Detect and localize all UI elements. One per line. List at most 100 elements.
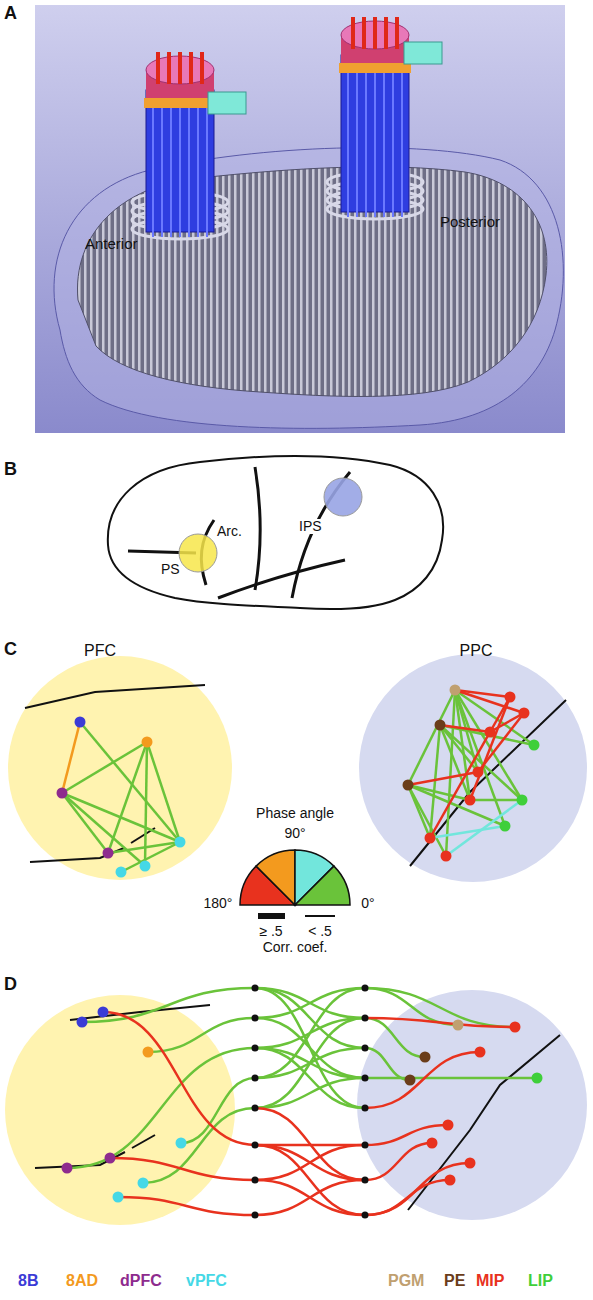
connection-curve	[255, 1180, 365, 1215]
coherence-line	[62, 793, 145, 866]
view-label: Posterior	[440, 214, 500, 231]
site-dot	[362, 985, 369, 992]
site-dot	[252, 1045, 259, 1052]
connector-block	[208, 92, 246, 114]
site-dot	[435, 720, 446, 731]
coherence-line	[147, 742, 180, 842]
coherence-line	[121, 842, 180, 872]
connection-curve	[255, 988, 365, 1048]
legend-swatch: 8AD	[66, 1272, 98, 1290]
site-dot	[252, 1142, 259, 1149]
site-dot	[517, 795, 528, 806]
site-dot	[465, 1158, 476, 1169]
central-sulcus	[255, 467, 260, 590]
region-outline	[0, 638, 240, 890]
electrode-guide	[206, 95, 208, 237]
coherence-line	[470, 799, 522, 802]
site-dot	[362, 1142, 369, 1149]
phase-sector	[256, 850, 295, 905]
view-label: Anterior	[85, 236, 138, 253]
panel-letter: B	[4, 460, 17, 480]
connection-curve	[255, 1145, 365, 1180]
connection-curve	[365, 1048, 410, 1080]
site-dot	[252, 1075, 259, 1082]
legend-text: PGM	[388, 1272, 424, 1289]
site-dot	[252, 1015, 259, 1022]
coherence-line	[430, 732, 490, 838]
coherence-line	[62, 742, 147, 793]
connection-curve	[67, 1048, 255, 1168]
connection-curve	[255, 1180, 365, 1215]
connection-curve	[255, 1018, 365, 1108]
drive-top	[341, 21, 409, 49]
phase-sector	[295, 866, 350, 905]
legend-swatch: 8B	[18, 1272, 38, 1290]
connection-curve	[255, 1048, 365, 1078]
site-dot	[140, 861, 151, 872]
phase-angle-key	[240, 850, 350, 905]
panel-letter: A	[4, 4, 17, 24]
thin-bar	[305, 915, 335, 917]
site-dot	[362, 1212, 369, 1219]
ppc-site	[324, 478, 362, 516]
region-disc	[8, 656, 232, 880]
legend-swatch: MIP	[476, 1272, 504, 1290]
site-dot	[116, 867, 127, 878]
network-diagram	[62, 985, 543, 1219]
microdrive-screw	[200, 64, 204, 84]
site-dot	[532, 1073, 543, 1084]
site-dot	[465, 795, 476, 806]
site-dot	[519, 708, 530, 719]
sulcus-line	[25, 685, 205, 708]
connection-curve	[255, 988, 365, 1018]
connection-curve	[110, 1158, 255, 1180]
connection-curve	[255, 1078, 365, 1108]
connection-curve	[82, 988, 255, 1022]
site-dot	[403, 780, 414, 791]
connection-curve	[255, 1048, 365, 1108]
connection-curve	[103, 1012, 255, 1145]
key-title: Corr. coef.	[263, 940, 328, 955]
electrode-guide	[197, 95, 199, 237]
coherence-line	[446, 690, 455, 856]
sulcus-label: Arc.	[216, 524, 243, 539]
region-disc	[359, 654, 587, 882]
brain-region-circle: PPC	[352, 638, 592, 890]
site-dot	[445, 1175, 456, 1186]
microdrive-screw	[351, 29, 355, 49]
region-outline	[352, 638, 592, 890]
legend-text: LIP	[528, 1272, 553, 1289]
electrode-guide	[161, 95, 163, 237]
brain-outline	[108, 456, 443, 609]
legend-text: MIP	[476, 1272, 504, 1289]
electrode-guide	[188, 95, 190, 237]
panel-letter: C	[4, 640, 17, 660]
coherence-line	[470, 697, 510, 800]
sulcus-line	[70, 1005, 210, 1020]
brain-region-circle: PFC	[0, 638, 240, 890]
sulcus-label: IPS	[298, 519, 323, 534]
site-dot	[441, 851, 452, 862]
site-dot	[510, 1022, 521, 1033]
site-dot	[362, 1015, 369, 1022]
site-dot	[362, 1177, 369, 1184]
connection-curve	[118, 1197, 255, 1215]
site-dot	[252, 1212, 259, 1219]
drive-plate	[339, 63, 411, 73]
sulcus-line	[30, 848, 124, 862]
site-dot	[405, 1075, 416, 1086]
ppc-region	[357, 990, 587, 1220]
sulcus-label: PS	[160, 562, 181, 577]
legend-swatch: LIP	[528, 1272, 553, 1290]
connection-curve	[255, 1108, 365, 1180]
electrode-guide	[152, 95, 154, 237]
threshold-label: ≥ .5	[259, 924, 282, 939]
electrode-guide	[347, 60, 349, 217]
coherence-line	[430, 826, 505, 838]
connection-curve	[365, 1018, 515, 1027]
electrode-guide	[392, 60, 394, 217]
site-dot	[252, 1105, 259, 1112]
site-dot	[113, 1192, 124, 1203]
microdrive-screw	[362, 29, 366, 49]
